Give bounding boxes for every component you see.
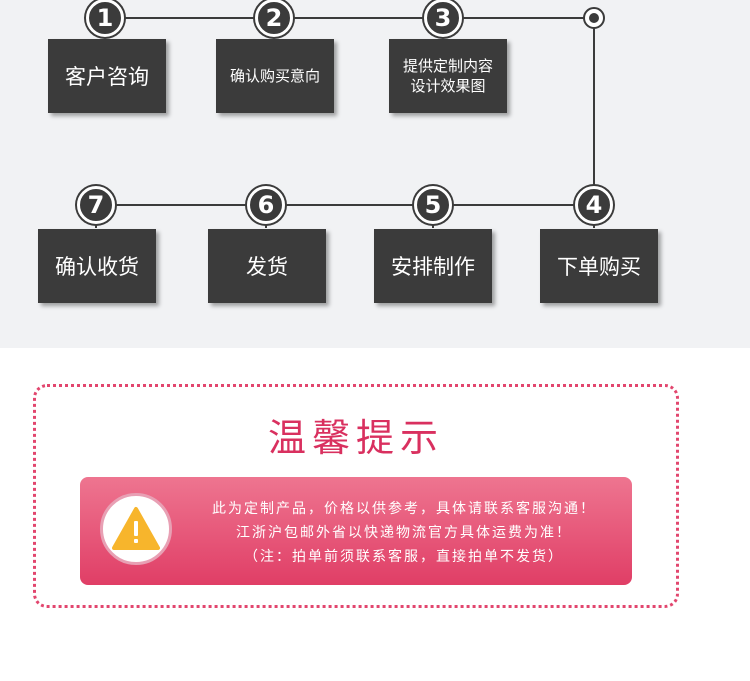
notice-line-2: 江浙沪包邮外省以快递物流官方具体运费为准！ <box>236 525 572 541</box>
step-number-4: 4 <box>575 186 613 224</box>
step-box-production: 安排制作 <box>374 229 492 303</box>
step-label-line1: 提供定制内容 <box>402 57 493 75</box>
step-number-6: 6 <box>247 186 285 224</box>
step-box-confirm-intent: 确认购买意向 <box>216 39 334 113</box>
step-number-5: 5 <box>414 186 452 224</box>
step-box-customer-consult: 客户咨询 <box>48 39 166 113</box>
notice-title: 温馨提示 <box>267 416 444 460</box>
step-number-3: 3 <box>424 0 462 37</box>
step-label: 安排制作 <box>391 255 475 279</box>
step-number-2: 2 <box>255 0 293 37</box>
step-label-line2: 设计效果图 <box>410 77 486 95</box>
notice-card: 温馨提示 此为定制产品，价格以供参考，具体请联系客服沟通！ 江浙沪包邮外省以快递… <box>33 384 679 608</box>
step-box-design-proposal: 提供定制内容 设计效果图 <box>389 39 507 113</box>
step-number-1: 1 <box>86 0 124 37</box>
step-box-ship: 发货 <box>208 229 326 303</box>
step-number-7: 7 <box>77 186 115 224</box>
step-label: 下单购买 <box>557 255 641 279</box>
warning-icon <box>100 493 172 565</box>
notice-line-1: 此为定制产品，价格以供参考，具体请联系客服沟通！ <box>212 501 596 517</box>
step-label: 发货 <box>246 255 288 279</box>
notice-text: 此为定制产品，价格以供参考，具体请联系客服沟通！ 江浙沪包邮外省以快递物流官方具… <box>184 497 624 569</box>
notice-message-box: 此为定制产品，价格以供参考，具体请联系客服沟通！ 江浙沪包邮外省以快递物流官方具… <box>80 477 632 585</box>
notice-line-3: （注：拍单前须联系客服，直接拍单不发货） <box>244 549 564 565</box>
step-label: 确认购买意向 <box>229 67 320 85</box>
step-box-place-order: 下单购买 <box>540 229 658 303</box>
flow-start-dot-icon <box>583 7 605 29</box>
process-section: 1 2 3 客户咨询 确认购买意向 提供定制内容 设计效果图 7 6 5 4 确… <box>0 0 750 348</box>
step-label: 确认收货 <box>55 255 139 279</box>
step-box-confirm-receipt: 确认收货 <box>38 229 156 303</box>
step-label: 客户咨询 <box>65 65 149 89</box>
